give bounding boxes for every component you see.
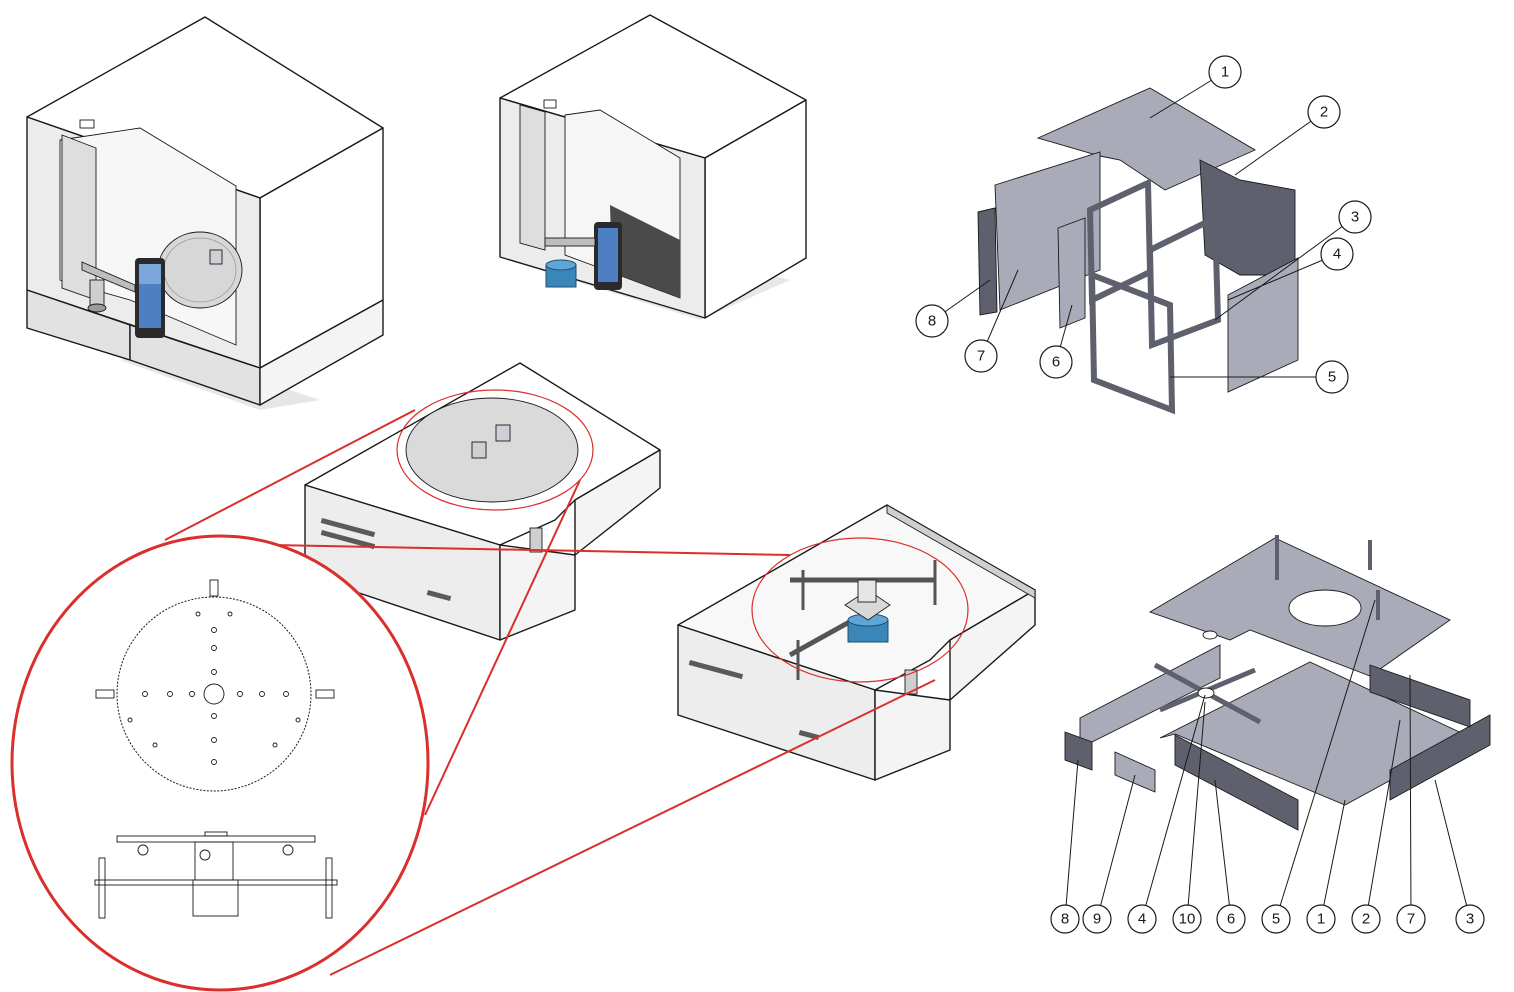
base-callout-leaders (1064, 599, 1471, 920)
base-callout-6: 6 (1216, 904, 1246, 934)
svg-text:4: 4 (1333, 246, 1341, 263)
svg-text:6: 6 (1227, 911, 1235, 928)
turntable-base-interior-view (677, 504, 1036, 781)
svg-text:1: 1 (1221, 64, 1229, 81)
enclosure-callout-5: 5 (1315, 360, 1349, 394)
svg-text:10: 10 (1179, 911, 1196, 928)
svg-text:6: 6 (1052, 354, 1060, 371)
base-callout-9: 9 (1082, 904, 1112, 934)
svg-text:2: 2 (1362, 911, 1370, 928)
svg-text:7: 7 (1407, 911, 1415, 928)
base-callout-8: 8 (1050, 904, 1080, 934)
svg-text:2: 2 (1320, 104, 1328, 121)
enclosure-rear-view (499, 14, 807, 320)
enclosure-callout-7: 7 (964, 339, 998, 373)
enclosure-callout-1: 1 (1208, 55, 1242, 89)
svg-text:8: 8 (928, 313, 936, 330)
base-callout-7: 7 (1396, 904, 1426, 934)
base-callout-2: 2 (1351, 904, 1381, 934)
turntable-detail-zoom-view (10, 389, 969, 992)
svg-text:9: 9 (1093, 911, 1101, 928)
base-callout-3: 3 (1455, 904, 1485, 934)
base-callout-5: 5 (1261, 904, 1291, 934)
enclosure-callout-4: 4 (1320, 237, 1354, 271)
svg-text:5: 5 (1272, 911, 1280, 928)
enclosure-callout-3: 3 (1338, 200, 1372, 234)
base-callout-4: 4 (1127, 904, 1157, 934)
enclosure-exploded-view (977, 87, 1299, 415)
svg-text:8: 8 (1061, 911, 1069, 928)
svg-text:1: 1 (1317, 911, 1325, 928)
enclosure-callout-6: 6 (1039, 345, 1073, 379)
svg-text:5: 5 (1328, 369, 1336, 386)
base-callout-10: 10 (1172, 904, 1202, 934)
svg-text:3: 3 (1351, 209, 1359, 226)
svg-text:7: 7 (977, 348, 985, 365)
base-callout-1: 1 (1306, 904, 1336, 934)
enclosure-assembled-view (26, 16, 384, 410)
enclosure-callout-8: 8 (915, 304, 949, 338)
turntable-base-exploded-view (1064, 535, 1491, 831)
svg-text:4: 4 (1138, 911, 1146, 928)
enclosure-callout-2: 2 (1307, 95, 1341, 129)
svg-text:3: 3 (1466, 911, 1474, 928)
